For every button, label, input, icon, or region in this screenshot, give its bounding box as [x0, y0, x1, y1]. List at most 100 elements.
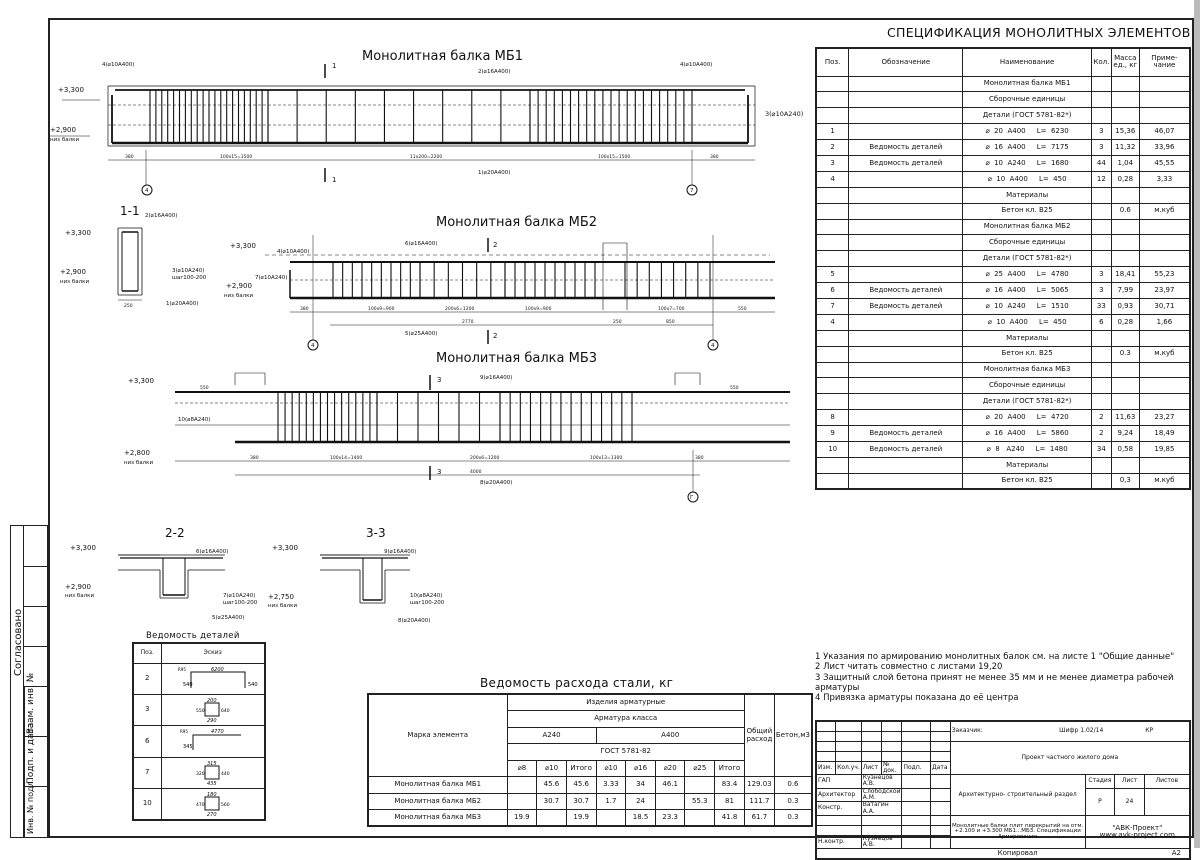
- title-block-cell: [929, 801, 951, 816]
- title-block-cell: [860, 814, 903, 826]
- spec-cell: 23,97: [1138, 282, 1191, 299]
- spec-cell: [815, 250, 850, 268]
- spec-cell: [1138, 75, 1191, 93]
- spec-cell: [1110, 393, 1140, 411]
- strip-divider: [24, 686, 47, 837]
- mb2-axis-right: 4: [711, 343, 715, 349]
- spec-cell: ⌀ 8 А240 L= 1480: [962, 440, 1092, 458]
- title-block-cell: [815, 750, 837, 762]
- spec-cell: 6: [1090, 313, 1112, 331]
- title-block-cell: [815, 730, 837, 742]
- axis-marker-icon: [687, 491, 699, 503]
- mb2-bottom-note: низ балки: [224, 293, 253, 299]
- spec-cell: 9,24: [1110, 425, 1140, 442]
- spec-cell: 18,41: [1110, 266, 1140, 284]
- mb3-dim: 200x6=1200: [470, 455, 499, 461]
- spec-cell: 34: [1090, 440, 1112, 458]
- title-block-cell: [881, 740, 903, 752]
- spec-cell: 23,27: [1138, 409, 1191, 427]
- spec-cell: 2: [1090, 425, 1112, 442]
- title-block-cell: [860, 740, 883, 752]
- svg-text:320: 320: [196, 771, 205, 777]
- mb1-axis-left: 4: [145, 188, 149, 194]
- strip-divider: [11, 526, 24, 837]
- spec-cell: Материалы: [962, 456, 1092, 474]
- stage-value: Р: [1084, 787, 1116, 816]
- mb3-bottom-note: низ балки: [124, 460, 153, 466]
- company: "АВК-Проект" www.avk-project.com: [1084, 814, 1191, 850]
- sheets-header: Листов: [1143, 774, 1191, 789]
- s22-bottom-note: низ балки: [65, 593, 94, 599]
- title-block-cell: [835, 720, 862, 732]
- spec-cell: [848, 361, 964, 379]
- mb2-level-top: +3,300: [230, 242, 256, 250]
- title-block-row: Монолитные балки плит перекрытий на отм.…: [815, 814, 1191, 850]
- mb1-level-bottom: +2,900: [50, 126, 76, 134]
- spec-cell: [1090, 250, 1112, 268]
- title-block-cell: [881, 750, 903, 762]
- svg-text:270: 270: [207, 812, 217, 817]
- spec-cell: 19,85: [1138, 440, 1191, 458]
- spec-cell: 45,55: [1138, 154, 1191, 172]
- spec-cell: 0,93: [1110, 297, 1140, 315]
- spec-cell: [848, 170, 964, 188]
- spec-cell: [848, 202, 964, 220]
- spec-cell: [1110, 186, 1140, 204]
- spec-cell: [815, 186, 850, 204]
- spec-cell: ⌀ 16 А400 L= 5860: [962, 425, 1092, 442]
- mb3-section-mark: 3: [437, 376, 441, 384]
- svg-text:560: 560: [221, 802, 230, 808]
- spec-cell: Ведомость деталей: [848, 154, 964, 172]
- details-header-row: Поз.Эскиз: [132, 642, 266, 664]
- mb3-level-top: +3,300: [128, 377, 154, 385]
- spec-cell: 0,28: [1110, 170, 1140, 188]
- mb2-dim: 100x9=900: [368, 306, 395, 312]
- svg-text:550: 550: [196, 708, 205, 714]
- strip-divider: [24, 606, 47, 607]
- svg-text:540: 540: [248, 682, 258, 688]
- title-block-row: Проект частного жилого дома: [815, 740, 1191, 776]
- spec-cell: [848, 75, 964, 93]
- spec-row: Материалы: [815, 456, 1191, 474]
- mb3-dim: 550: [200, 385, 209, 391]
- spec-cell: [848, 123, 964, 141]
- spec-cell: ⌀ 16 А400 L= 5065: [962, 282, 1092, 299]
- detail-pos: 2: [132, 662, 162, 695]
- svg-text:180: 180: [207, 792, 217, 798]
- reinforcement-drawings: Монолитная балка МБ1 +3,300 +2,900 низ б…: [50, 49, 803, 624]
- spec-cell: [848, 329, 964, 347]
- window-scrollbar[interactable]: [1194, 0, 1200, 848]
- spec-cell: 7,99: [1110, 282, 1140, 299]
- mb2-callout-5: 5(⌀25А400): [405, 331, 437, 337]
- axis-marker-icon: [307, 339, 319, 351]
- role: Архитектор: [815, 787, 862, 803]
- title-block-cell: [901, 720, 931, 732]
- mb1-axis-right: 7: [690, 188, 694, 194]
- spec-cell: Материалы: [962, 186, 1092, 204]
- title-block-cell: [901, 750, 931, 762]
- steel-cell: [506, 776, 538, 794]
- section-3-3-title: 3-3: [366, 526, 386, 540]
- title-block-cell: [901, 740, 931, 752]
- mb2-dim: 550: [738, 306, 747, 312]
- spec-cell: 0.3: [1110, 345, 1140, 363]
- title-block-cell: [929, 774, 951, 789]
- stage-header: Стадия: [1084, 774, 1116, 789]
- spec-cell: [815, 107, 850, 125]
- spec-cell: [1110, 75, 1140, 93]
- svg-text:200: 200: [207, 698, 217, 704]
